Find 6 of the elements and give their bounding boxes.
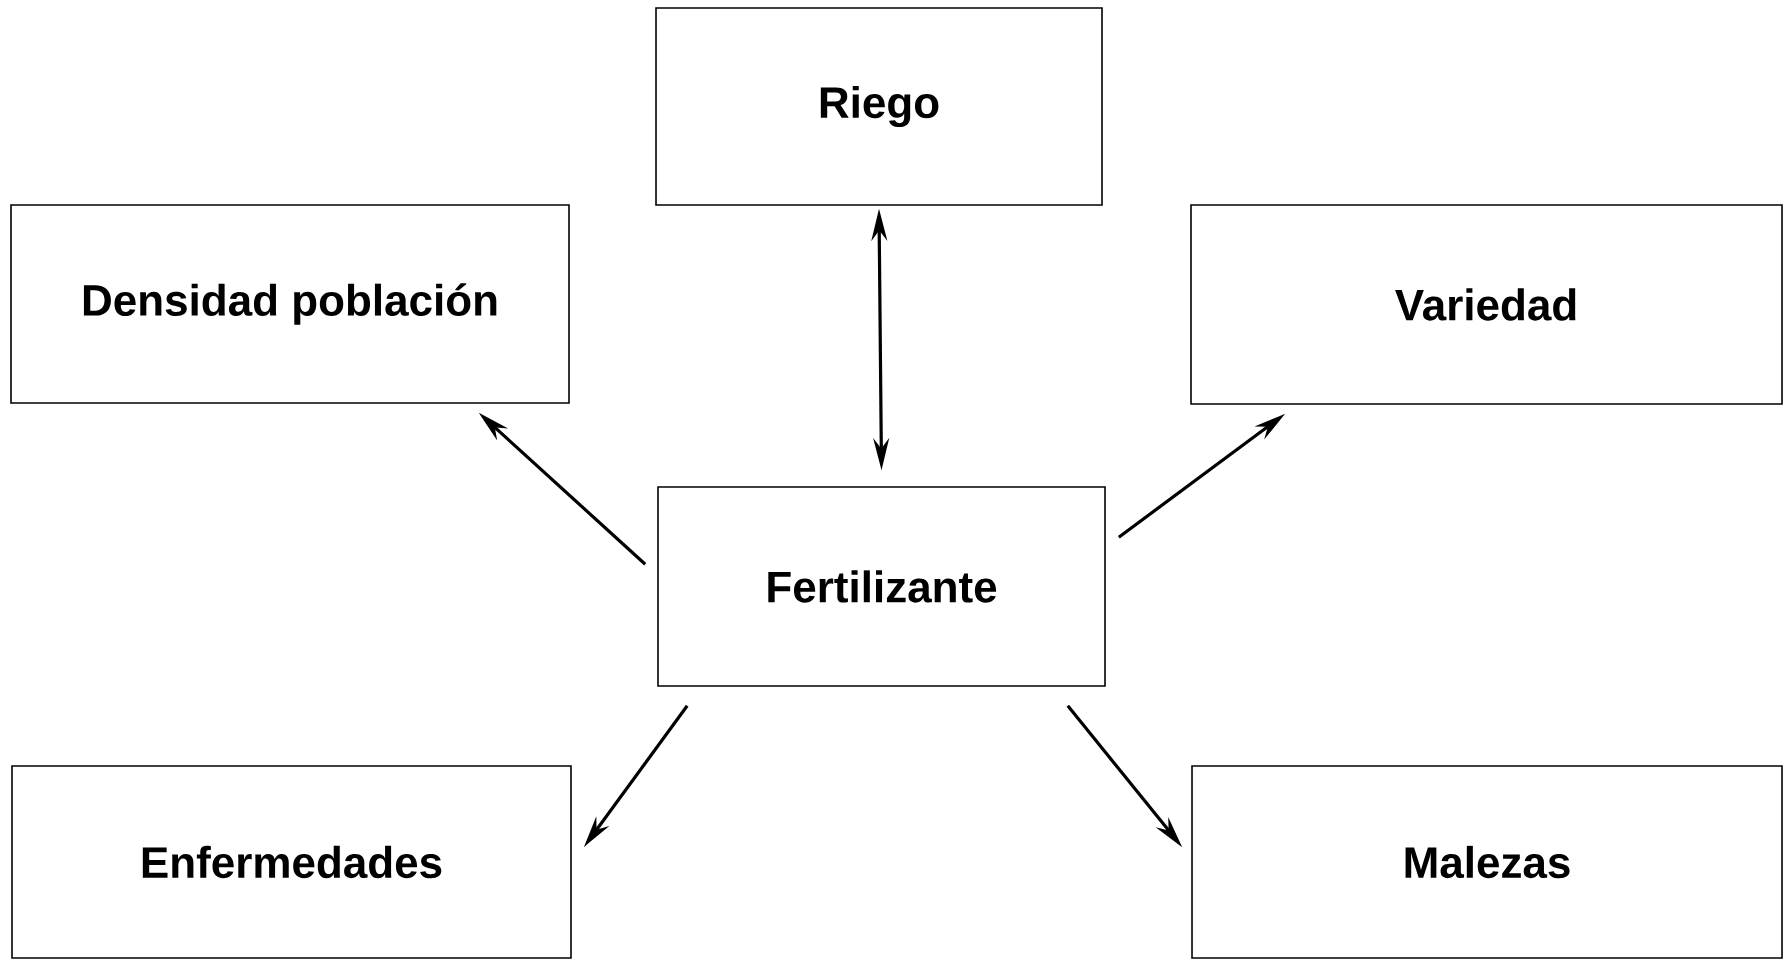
box: Densidad población	[10, 204, 570, 404]
box: Riego	[655, 7, 1103, 206]
box: Enfermedades	[11, 765, 572, 959]
box: Malezas	[1191, 765, 1783, 959]
box: Fertilizante	[657, 486, 1106, 687]
box: Variedad	[1190, 204, 1783, 405]
